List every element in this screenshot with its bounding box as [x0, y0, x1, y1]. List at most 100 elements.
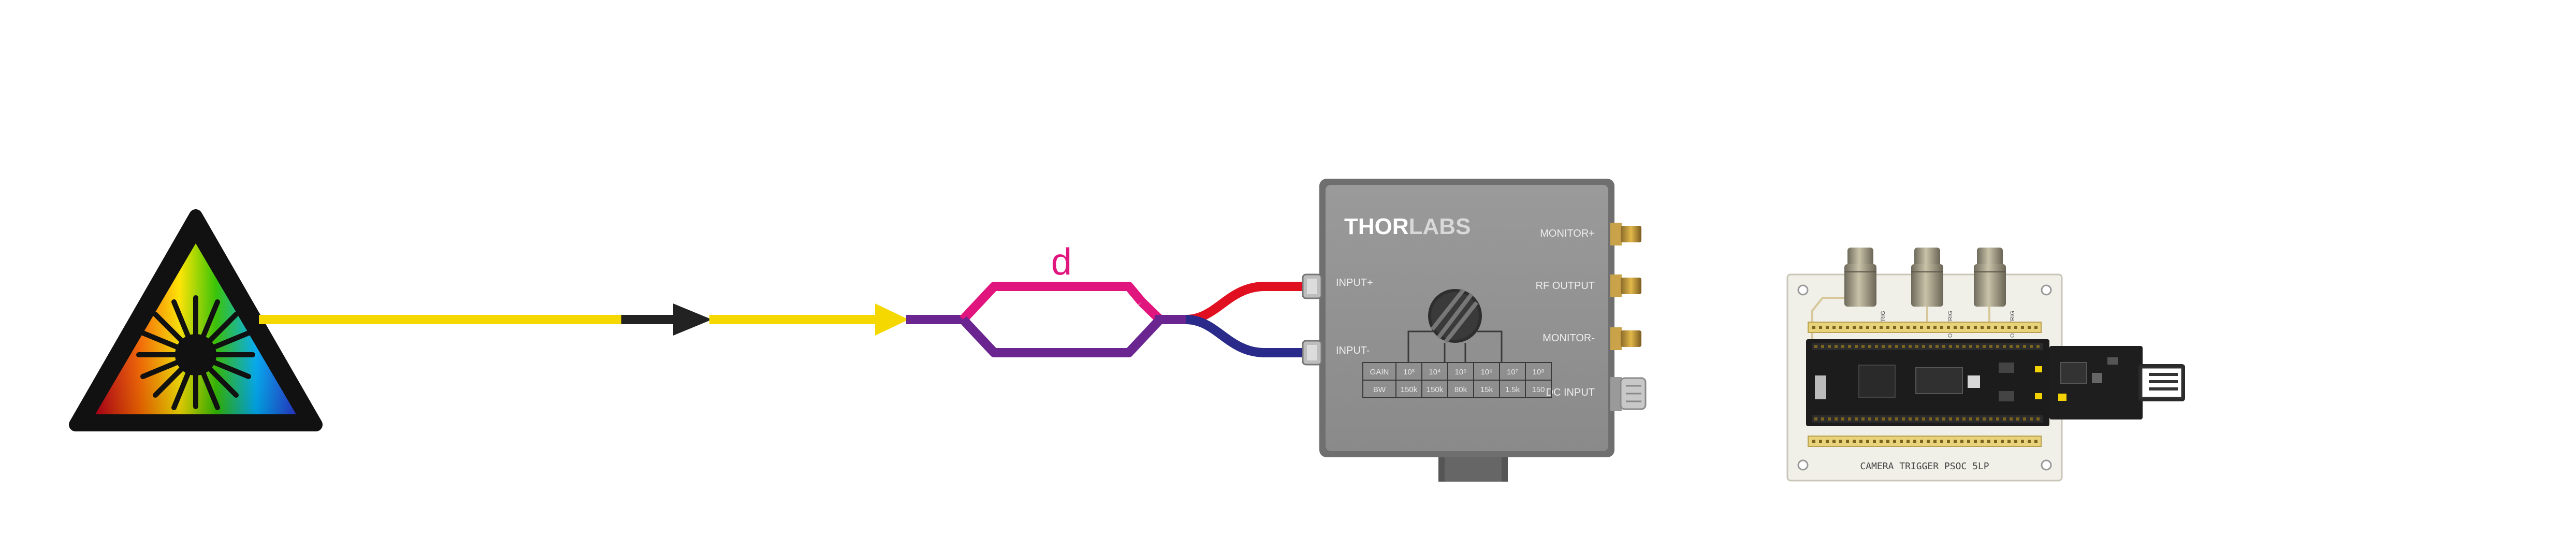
- header-pin: [1832, 440, 1836, 443]
- header-pin: [1929, 345, 1932, 348]
- module-pin: [1962, 417, 1966, 421]
- header-pin: [2023, 345, 2026, 348]
- header-pin: [1960, 440, 1963, 443]
- power-connector: [1610, 377, 1647, 411]
- header-pin: [1853, 440, 1856, 443]
- header-pin: [1821, 345, 1824, 348]
- header-pin: [1812, 440, 1815, 443]
- header-pin: [1848, 345, 1851, 348]
- header-pin: [1882, 345, 1885, 348]
- header-pin: [1933, 326, 1937, 329]
- module-pin: [1969, 417, 1972, 421]
- header-pin: [1949, 345, 1952, 348]
- module-pin: [1989, 417, 1992, 421]
- sma-connector-1: [1610, 223, 1641, 245]
- header-pin: [1967, 326, 1970, 329]
- module-pin: [1814, 417, 1817, 421]
- module-pin: [1821, 417, 1824, 421]
- output-label-monitor-minus: MONITOR-: [1542, 332, 1595, 344]
- header-pin: [1868, 345, 1871, 348]
- module-pin: [1868, 417, 1871, 421]
- sma-connector-2: [1610, 274, 1641, 297]
- header-pin: [1873, 326, 1876, 329]
- header-pin: [1974, 326, 1977, 329]
- header-pin: [1987, 440, 1990, 443]
- module-pin: [1922, 417, 1925, 421]
- header-pin: [2034, 440, 2037, 443]
- input-connector-top: [1302, 273, 1322, 299]
- header-pin: [2007, 326, 2011, 329]
- header-pin: [1940, 326, 1943, 329]
- header-pin: [1819, 440, 1822, 443]
- header-pin: [1906, 326, 1910, 329]
- header-pin: [1954, 440, 1957, 443]
- header-pin: [1976, 345, 1979, 348]
- module-pin: [1888, 417, 1891, 421]
- header-pin: [2016, 345, 2019, 348]
- balanced-detector: THORLABS INPUT+ INPUT- MONITOR+ RF OUTPU…: [1302, 179, 1647, 482]
- header-pin: [2010, 345, 2013, 348]
- header-pin: [1839, 440, 1842, 443]
- module-pin: [1956, 417, 1959, 421]
- gain-table-cell: 10⁷: [1507, 368, 1518, 377]
- header-pin: [1873, 440, 1876, 443]
- header-pin: [1927, 440, 1930, 443]
- header-pin: [1886, 440, 1889, 443]
- header-pin: [1940, 440, 1943, 443]
- module-pin: [1841, 417, 1844, 421]
- header-pin: [1956, 345, 1959, 348]
- gain-table-cell: 10⁴: [1429, 368, 1440, 377]
- header-pin: [1866, 326, 1869, 329]
- gain-table-cell: 80k: [1454, 385, 1467, 394]
- module-pin: [1835, 417, 1838, 421]
- header-pin: [1886, 326, 1889, 329]
- module-pin: [2036, 417, 2040, 421]
- camera-trigger-board: IN TRIG OUT TRIG OUT TRIG: [1786, 248, 2185, 482]
- header-pin: [1947, 326, 1950, 329]
- module-pin: [1983, 417, 1986, 421]
- module-pin: [1902, 417, 1905, 421]
- header-pin: [1875, 345, 1878, 348]
- module-pin: [1882, 417, 1885, 421]
- module-pin: [1909, 417, 1912, 421]
- header-pin: [1880, 440, 1883, 443]
- header-pin: [2021, 326, 2024, 329]
- trigger-connector-1: [1844, 248, 1876, 307]
- header-pin: [1812, 326, 1815, 329]
- header-pin: [1888, 345, 1891, 348]
- interferometer: d: [906, 241, 1186, 357]
- output-label-monitor-plus: MONITOR+: [1540, 228, 1595, 239]
- header-pin: [1994, 440, 1997, 443]
- header-pin: [1967, 440, 1970, 443]
- header-pin: [2003, 345, 2006, 348]
- header-pin: [1987, 326, 1990, 329]
- module-pin: [1935, 417, 1939, 421]
- gain-knob: [1428, 288, 1482, 343]
- module-pin: [1828, 417, 1831, 421]
- module-pin: [1942, 417, 1945, 421]
- header-pin: [1839, 326, 1842, 329]
- input-label-minus: INPUT-: [1336, 345, 1370, 356]
- header-pin: [1859, 326, 1862, 329]
- header-pin: [1846, 326, 1849, 329]
- header-pin: [1846, 440, 1849, 443]
- input-connector-bottom: [1302, 340, 1322, 366]
- header-pin: [1832, 326, 1836, 329]
- header-pin: [1947, 440, 1950, 443]
- gain-table-cell: 150k: [1401, 385, 1418, 394]
- module-pin: [1875, 417, 1878, 421]
- gain-table-cell: 10⁸: [1532, 368, 1544, 377]
- header-pin: [1954, 326, 1957, 329]
- trigger-connector-2: [1911, 248, 1943, 307]
- header-pin: [1814, 345, 1817, 348]
- header-pin: [1920, 326, 1923, 329]
- sma-connector-3: [1610, 327, 1641, 350]
- header-pin: [1927, 326, 1930, 329]
- module-pin: [2010, 417, 2013, 421]
- module-pin: [1855, 417, 1858, 421]
- header-pin: [1983, 345, 1986, 348]
- header-pin: [1989, 345, 1992, 348]
- gain-table-cell: 150: [1532, 385, 1545, 394]
